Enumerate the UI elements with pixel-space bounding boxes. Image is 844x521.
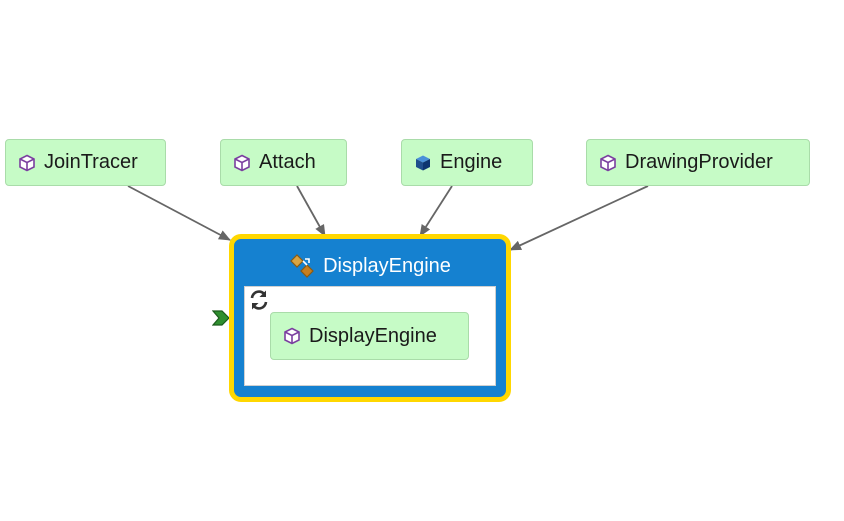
edge-attach-to-displayengine: [296, 185, 326, 237]
group-displayengine[interactable]: DisplayEngine DisplayEngine: [229, 234, 511, 402]
cube-outline-icon: [18, 154, 36, 172]
group-title: DisplayEngine: [323, 254, 451, 277]
component-icon: [289, 253, 315, 279]
cube-outline-icon: [233, 154, 251, 172]
node-attach[interactable]: Attach: [220, 139, 347, 186]
edge-jointracer-to-displayengine: [127, 185, 231, 241]
node-displayengine-inner[interactable]: DisplayEngine: [270, 312, 469, 360]
group-header: DisplayEngine: [234, 249, 506, 283]
node-jointracer[interactable]: JoinTracer: [5, 139, 166, 186]
cube-outline-icon: [599, 154, 617, 172]
node-label: JoinTracer: [44, 151, 138, 173]
node-label: DrawingProvider: [625, 151, 773, 173]
node-label: Attach: [259, 151, 316, 173]
edge-drawingprovider-to-displayengine: [509, 185, 649, 251]
cube-solid-icon: [414, 154, 432, 172]
edge-engine-to-displayengine: [419, 185, 453, 237]
node-drawingprovider[interactable]: DrawingProvider: [586, 139, 810, 186]
node-label: DisplayEngine: [309, 324, 437, 347]
refresh-icon: [247, 288, 271, 312]
cube-outline-icon: [283, 327, 301, 345]
node-engine[interactable]: Engine: [401, 139, 533, 186]
node-label: Engine: [440, 151, 503, 173]
group-body: DisplayEngine: [244, 286, 496, 386]
entry-arrow-icon: [211, 309, 230, 327]
